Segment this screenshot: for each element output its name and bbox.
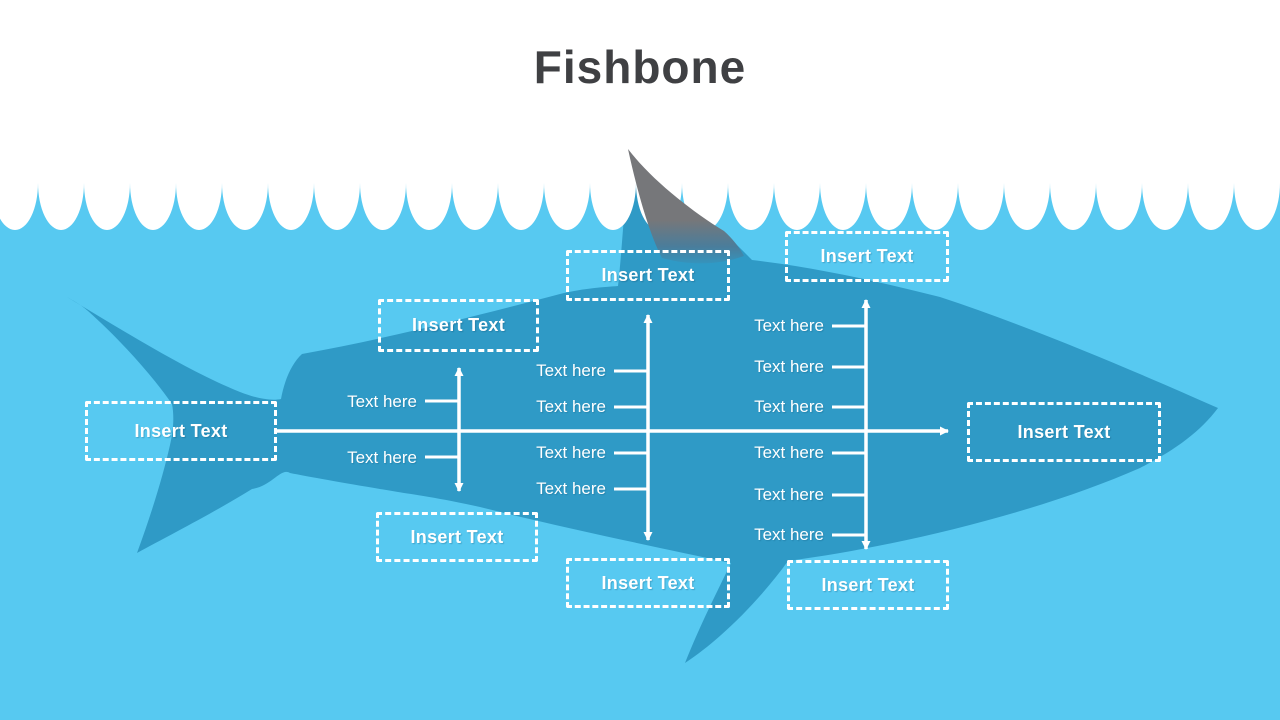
tail-box[interactable]: Insert Text — [85, 401, 277, 461]
branch-right-top-label: Insert Text — [820, 246, 914, 266]
head-box[interactable]: Insert Text — [967, 402, 1161, 462]
branch-left-top-box[interactable]: Insert Text — [378, 299, 539, 352]
page-title: Fishbone — [533, 41, 747, 93]
cause-label[interactable]: Text here — [536, 479, 606, 498]
branch-left-top-label: Insert Text — [412, 315, 505, 335]
branch-left-bottom-box[interactable]: Insert Text — [376, 512, 538, 562]
branch-middle-top-label: Insert Text — [601, 265, 695, 285]
cause-label[interactable]: Text here — [536, 443, 606, 462]
cause-label[interactable]: Text here — [754, 443, 824, 462]
branch-right-bottom-box[interactable]: Insert Text — [787, 560, 949, 610]
branch-right-bottom-label: Insert Text — [821, 574, 915, 595]
fishbone-lines — [277, 299, 949, 550]
cause-label[interactable]: Text here — [754, 357, 824, 376]
shark-dorsal-fin — [628, 149, 744, 264]
cause-label[interactable]: Text here — [754, 485, 824, 504]
branch-middle-bottom-box[interactable]: Insert Text — [566, 558, 730, 608]
branch-left-bottom-label: Insert Text — [410, 526, 504, 547]
scalloped-wave-edge — [0, 0, 1280, 230]
branch-middle-bottom-label: Insert Text — [601, 572, 695, 593]
cause-ticks — [425, 324, 866, 537]
cause-label[interactable]: Text here — [754, 397, 824, 416]
branch-right-top-box[interactable]: Insert Text — [785, 231, 949, 282]
cause-label[interactable]: Text here — [536, 397, 606, 416]
branch-middle-top-box[interactable]: Insert Text — [566, 250, 730, 301]
cause-label[interactable]: Text here — [347, 392, 417, 411]
cause-label[interactable]: Text here — [754, 316, 824, 335]
shark-silhouette — [67, 160, 1218, 663]
cause-label[interactable]: Text here — [536, 361, 606, 380]
head-box-label: Insert Text — [1017, 421, 1111, 442]
tail-box-label: Insert Text — [134, 420, 228, 441]
cause-label[interactable]: Text here — [754, 525, 824, 544]
cause-label[interactable]: Text here — [347, 448, 417, 467]
